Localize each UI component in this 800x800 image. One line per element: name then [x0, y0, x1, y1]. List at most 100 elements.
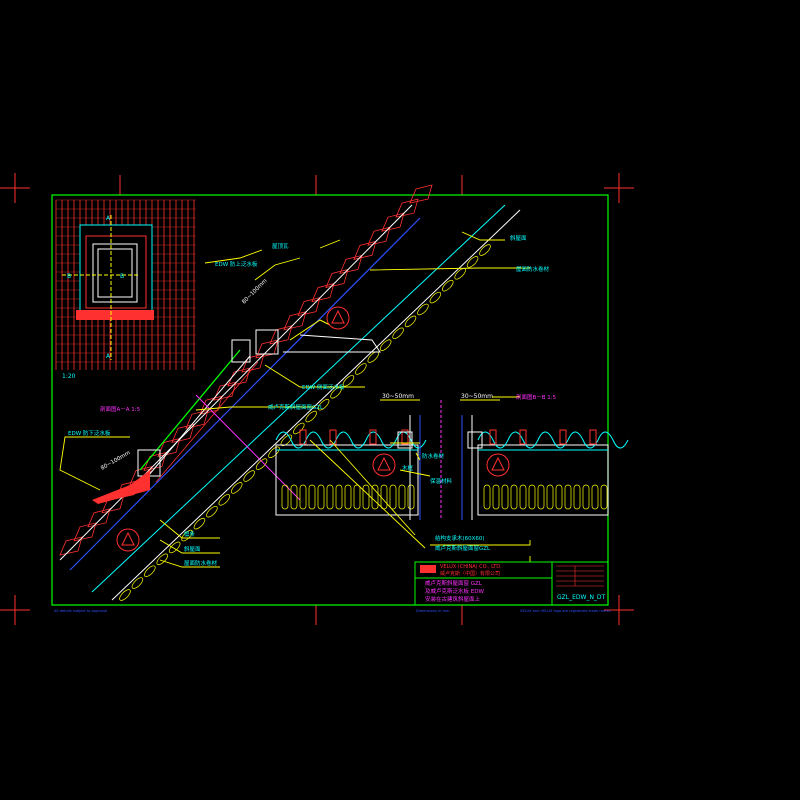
callout-right-4: 结构支承木(60X60)	[435, 534, 485, 542]
tile	[59, 536, 83, 556]
insulation-loop	[119, 589, 131, 601]
footer-notes: VELUX and VELUX logo are registered trad…	[54, 609, 611, 613]
tile	[73, 522, 97, 542]
insulation-loop	[564, 484, 572, 510]
section-left-label: 剖面图A－A 1:5	[100, 405, 141, 413]
tile	[87, 508, 111, 528]
company-name: VELUX (CHINA) CO., LTD.	[440, 564, 502, 570]
sheet-frame	[51, 194, 609, 606]
insulation-loop	[299, 484, 307, 510]
insulation-loop	[501, 484, 509, 510]
callout-top-4: 屋面防水卷材	[516, 265, 550, 273]
insulation-loop	[389, 484, 397, 510]
insulation-loop	[218, 494, 231, 506]
svg-text:A: A	[106, 215, 111, 222]
insulation-loop	[342, 375, 355, 387]
insulation-loop	[466, 256, 479, 268]
right-section: 30~50mm 30~50mm	[275, 393, 629, 520]
leader-lines	[59, 231, 531, 568]
insulation-loop	[398, 484, 406, 510]
insulation-loop	[326, 484, 334, 510]
footer-note-1: VELUX and VELUX logo are registered trad…	[520, 609, 611, 613]
insulation-loop	[330, 387, 342, 399]
callout-bot-1: 檩条	[184, 530, 196, 538]
insulation-loop	[582, 484, 590, 510]
footer-note-2: Dimensions in mm	[416, 609, 450, 613]
insulation-loop	[483, 484, 491, 510]
insulation-loop	[379, 339, 392, 351]
insulation-loop	[168, 541, 181, 554]
timber-section-symbol	[116, 528, 140, 552]
tile-edge	[369, 429, 377, 445]
insulation-loop	[144, 565, 156, 577]
callout-right-1: 防水卷材	[422, 452, 445, 460]
callout-mid-2: 威卢克斯斜屋面窗GZL	[268, 403, 324, 411]
insulation-loop	[353, 484, 361, 510]
insulation-loop	[156, 553, 168, 566]
svg-text:B: B	[120, 273, 124, 280]
callout-bot-3: 屋面防水卷材	[184, 559, 218, 567]
svg-text:B: B	[67, 273, 71, 280]
drawing-code: GZL_EDW_N_DT	[557, 594, 606, 601]
insulation-loop	[281, 484, 289, 510]
insulation-loop	[442, 279, 454, 292]
tile-edge	[489, 429, 497, 445]
callout-top-1: 屋顶瓦	[272, 243, 289, 250]
timber-section-symbol	[326, 306, 350, 330]
title-block: VELUX (CHINA) CO., LTD. 威卢克斯（中国）有限公司 威卢克…	[414, 561, 609, 606]
title-line-2: 及威卢克斯泛水板 EDW	[425, 587, 484, 595]
callout-bot-2: 斜屋面	[184, 545, 201, 553]
svg-text:A: A	[106, 353, 111, 360]
title-line-3: 安装在古建筑斜屋面上	[425, 595, 481, 603]
timber-section-mark	[377, 456, 391, 471]
dim-bottom: 80~100mm	[100, 450, 131, 472]
tile-edge	[589, 429, 597, 445]
insulation-loop	[392, 327, 404, 340]
tile	[409, 184, 433, 204]
tile-edge	[519, 429, 527, 445]
callout-top-2: EDW 防上泛水板	[215, 260, 258, 268]
timber-section-mark	[491, 456, 505, 471]
tile-edge	[559, 429, 567, 445]
timber-section-symbol	[372, 453, 396, 477]
insulation-loop	[317, 484, 325, 510]
insulation-loop	[230, 482, 243, 494]
timber-section-symbol	[486, 453, 510, 477]
timber-section-mark	[331, 309, 345, 324]
insulation-loop	[555, 484, 563, 510]
callout-top-3: 斜屋面	[510, 234, 527, 242]
insulation-loop	[537, 484, 545, 510]
insulation-loop	[380, 484, 388, 510]
insulation-loop	[454, 268, 466, 280]
callout-right-2: 木框	[402, 464, 414, 472]
insulation-loop	[519, 484, 527, 510]
plan-view: A A B B 1:20	[55, 199, 196, 380]
timber-section-mark	[121, 531, 135, 546]
title-line-1: 威卢克斯斜屋面窗 GZL	[425, 579, 483, 587]
insulation-loop	[528, 484, 536, 510]
tile	[395, 198, 419, 218]
dim-top: 80~100mm	[241, 278, 268, 305]
insulation-loop	[591, 484, 599, 510]
section-right-label: 剖面图B－B 1:5	[516, 393, 557, 401]
tile-edge	[299, 429, 307, 445]
insulation-loop	[308, 484, 316, 510]
insulation-loop	[573, 484, 581, 510]
insulation-loop	[193, 517, 206, 530]
insulation-loop	[335, 484, 343, 510]
insulation-loop	[290, 484, 298, 510]
company-sub: 威卢克斯（中国）有限公司	[440, 570, 500, 577]
insulation-loop	[600, 484, 608, 510]
insulation-loop	[305, 410, 317, 423]
insulation-loop	[404, 315, 417, 328]
insulation-loop	[546, 484, 554, 510]
insulation-loop	[206, 505, 218, 518]
insulation-loop	[293, 422, 305, 435]
insulation-loop	[479, 244, 491, 256]
insulation-loop	[362, 484, 370, 510]
insulation-loop	[255, 458, 268, 470]
dim-left: 30~50mm	[382, 393, 414, 400]
diagonal-section	[59, 184, 521, 601]
insulation-loop	[355, 363, 367, 375]
